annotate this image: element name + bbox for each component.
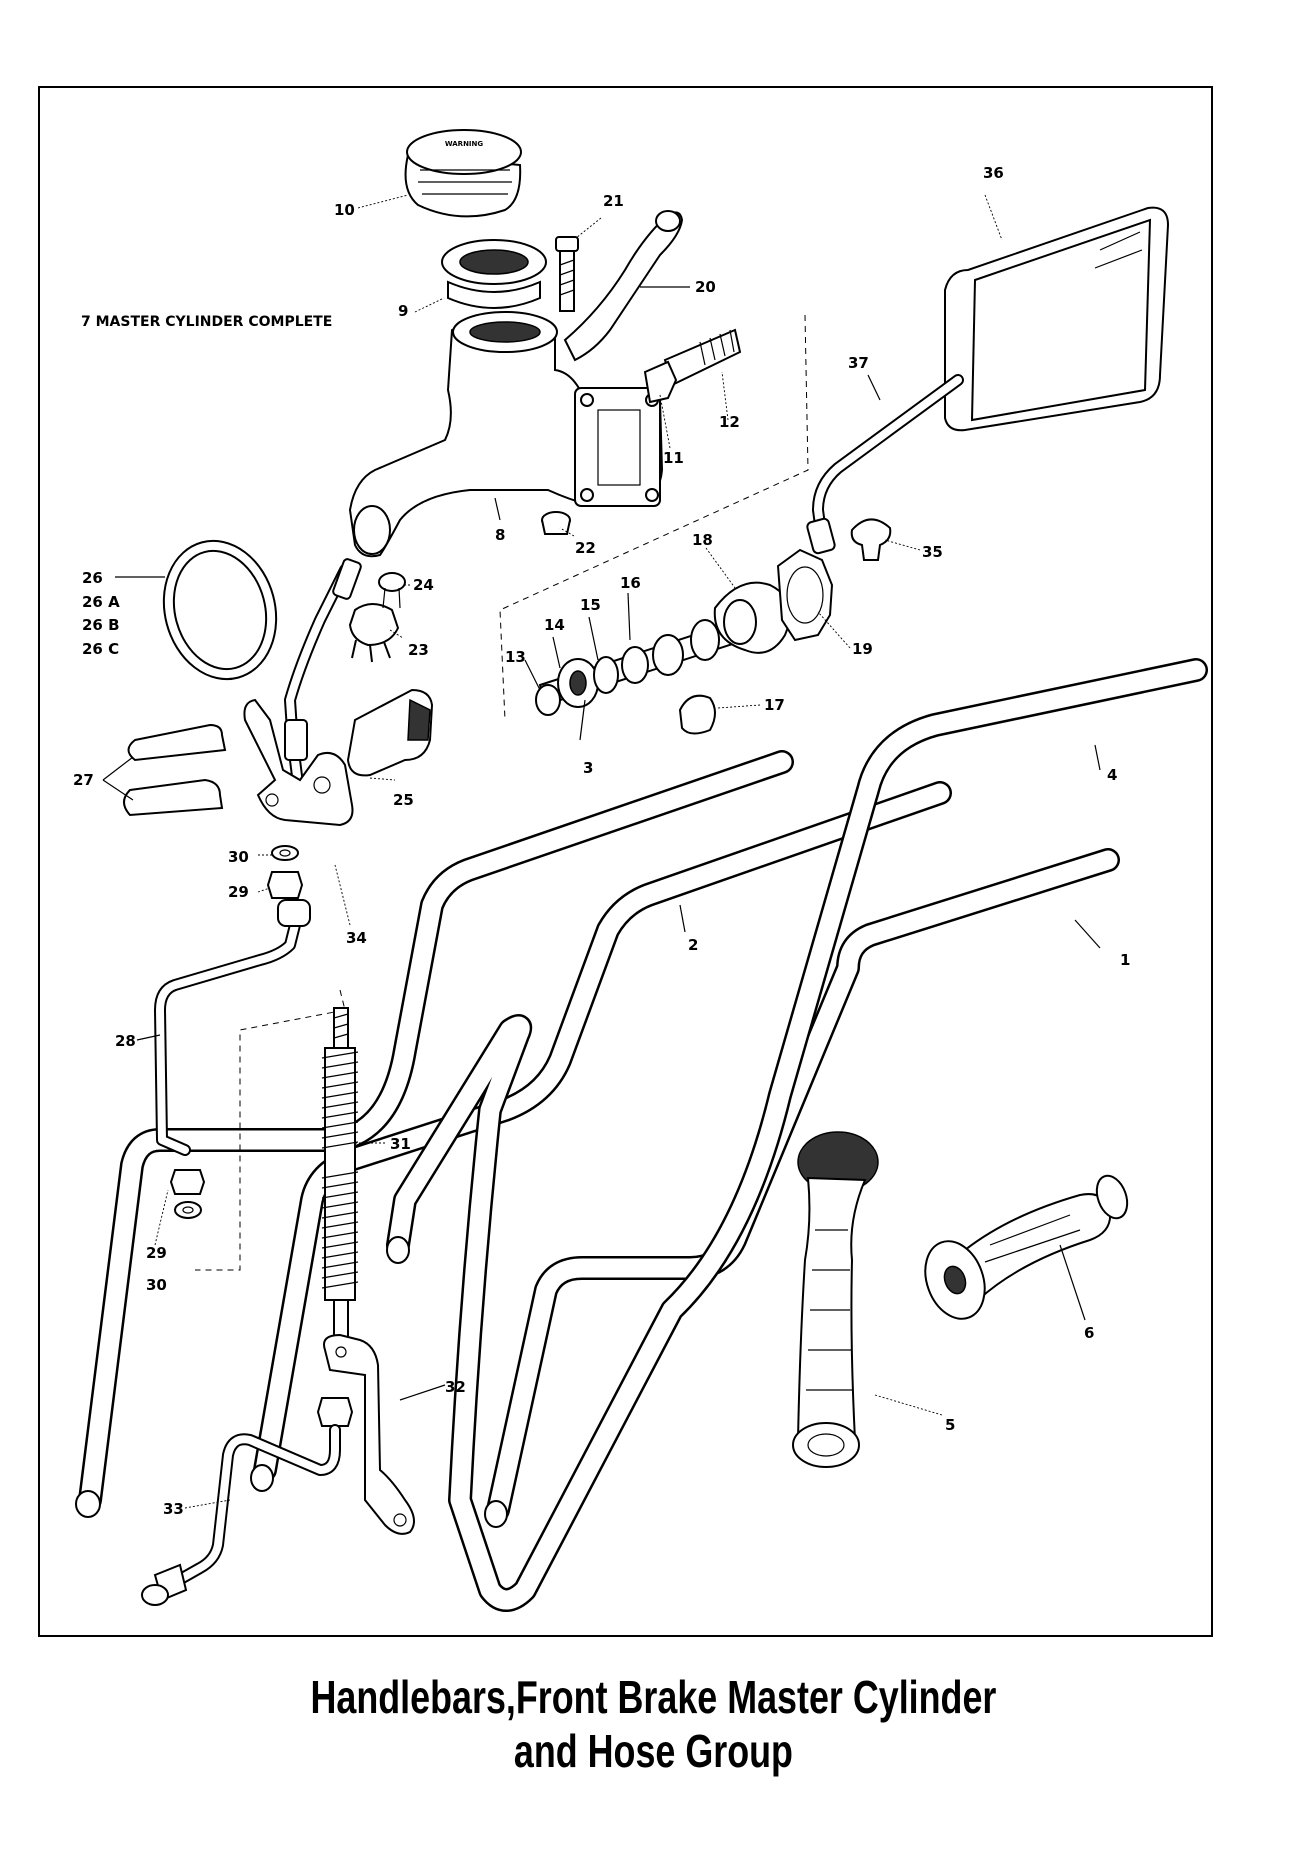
callout-11: 11: [663, 449, 684, 467]
callout-26a: 26 A: [82, 593, 120, 611]
callout-37: 37: [848, 354, 869, 372]
reservoir-cap-10: WARNING: [404, 129, 522, 218]
washer-15: [593, 656, 619, 694]
callout-26b: 26 B: [82, 616, 120, 634]
callout-9: 9: [398, 302, 408, 320]
callout-labels: 10 9 21 20 12 11 8 22 36 37 35 18 16 15 …: [73, 164, 1130, 1518]
nuts-29-30b: [169, 1169, 206, 1219]
callout-17: 17: [764, 696, 785, 714]
callout-32: 32: [445, 1378, 466, 1396]
bracket-34: [243, 698, 354, 827]
switch-12: [663, 328, 742, 387]
callout-16: 16: [620, 574, 641, 592]
callout-35: 35: [922, 543, 943, 561]
clips-27: [123, 723, 227, 817]
bracket-32: [323, 1333, 415, 1535]
piston-assembly: [499, 314, 834, 735]
callout-10: 10: [334, 201, 355, 219]
piston-tip-13: [535, 684, 561, 716]
callout-26c: 26 C: [82, 640, 119, 658]
caption-line-2: and Hose Group: [513, 1725, 793, 1777]
callout-1: 1: [1120, 951, 1130, 969]
mirror-stem-37: [806, 374, 964, 555]
handlebar-4: [386, 658, 1208, 1612]
callout-30b: 30: [146, 1276, 167, 1294]
fitting-lead-31: [195, 989, 346, 1271]
hose-spring-31: [321, 1007, 359, 1341]
grip-5: [792, 1131, 879, 1468]
mirror-36: [944, 206, 1170, 432]
callout-21: 21: [603, 192, 624, 210]
circlip-19: [776, 548, 834, 642]
nut-11: [643, 360, 678, 404]
brake-lever-20: [563, 210, 684, 362]
callout-20: 20: [695, 278, 716, 296]
master-cylinder-body-8: [348, 311, 664, 558]
nut-32-union: [316, 1397, 354, 1427]
handlebar-1: [484, 848, 1120, 1528]
handlebar-2: [250, 781, 952, 1492]
callout-26: 26: [82, 569, 103, 587]
callout-5: 5: [945, 1416, 955, 1434]
callout-25: 25: [393, 791, 414, 809]
bleed-cap-22: [541, 511, 571, 535]
callout-31: 31: [390, 1135, 411, 1153]
nut-29a: [266, 871, 304, 899]
callout-14: 14: [544, 616, 565, 634]
handlebar-3: [75, 750, 794, 1518]
cap-nut-35: [850, 518, 892, 561]
callout-29a: 29: [228, 883, 249, 901]
callout-12: 12: [719, 413, 740, 431]
washer-30a: [271, 845, 299, 861]
callout-24: 24: [413, 576, 434, 594]
callout-29b: 29: [146, 1244, 167, 1262]
caption-line-1: Handlebars,Front Brake Master Cylinder: [310, 1671, 997, 1723]
hose-33: [141, 1424, 341, 1606]
callout-18: 18: [692, 531, 713, 549]
callout-8: 8: [495, 526, 505, 544]
clamp-25: [346, 688, 434, 777]
callout-6: 6: [1084, 1324, 1094, 1342]
callout-15: 15: [580, 596, 601, 614]
diagram-frame: [38, 86, 1213, 1637]
callout-34: 34: [346, 929, 367, 947]
callout-28: 28: [115, 1032, 136, 1050]
callout-19: 19: [852, 640, 873, 658]
grip-6: [924, 1174, 1129, 1320]
hose-26: [162, 539, 362, 806]
reservoir-cap-text: WARNING: [445, 140, 484, 148]
piston-16: [621, 646, 649, 684]
callout-2: 2: [688, 936, 698, 954]
assembly-note: 7 MASTER CYLINDER COMPLETE: [81, 314, 332, 330]
hose-28: [154, 899, 311, 1156]
callout-36: 36: [983, 164, 1004, 182]
callout-4: 4: [1107, 766, 1117, 784]
diaphragm-9: [441, 239, 547, 309]
callout-33: 33: [163, 1500, 184, 1518]
callout-30a: 30: [228, 848, 249, 866]
callout-13: 13: [505, 648, 526, 666]
leader-lines: [102, 194, 1101, 1509]
callout-23: 23: [408, 641, 429, 659]
nut-17: [678, 694, 716, 735]
callout-22: 22: [575, 539, 596, 557]
callout-3: 3: [583, 759, 593, 777]
banjo-bolt-24: [378, 572, 406, 609]
stop-switch-23: [348, 603, 400, 663]
pivot-bolt-21: [555, 236, 579, 312]
callout-27: 27: [73, 771, 94, 789]
